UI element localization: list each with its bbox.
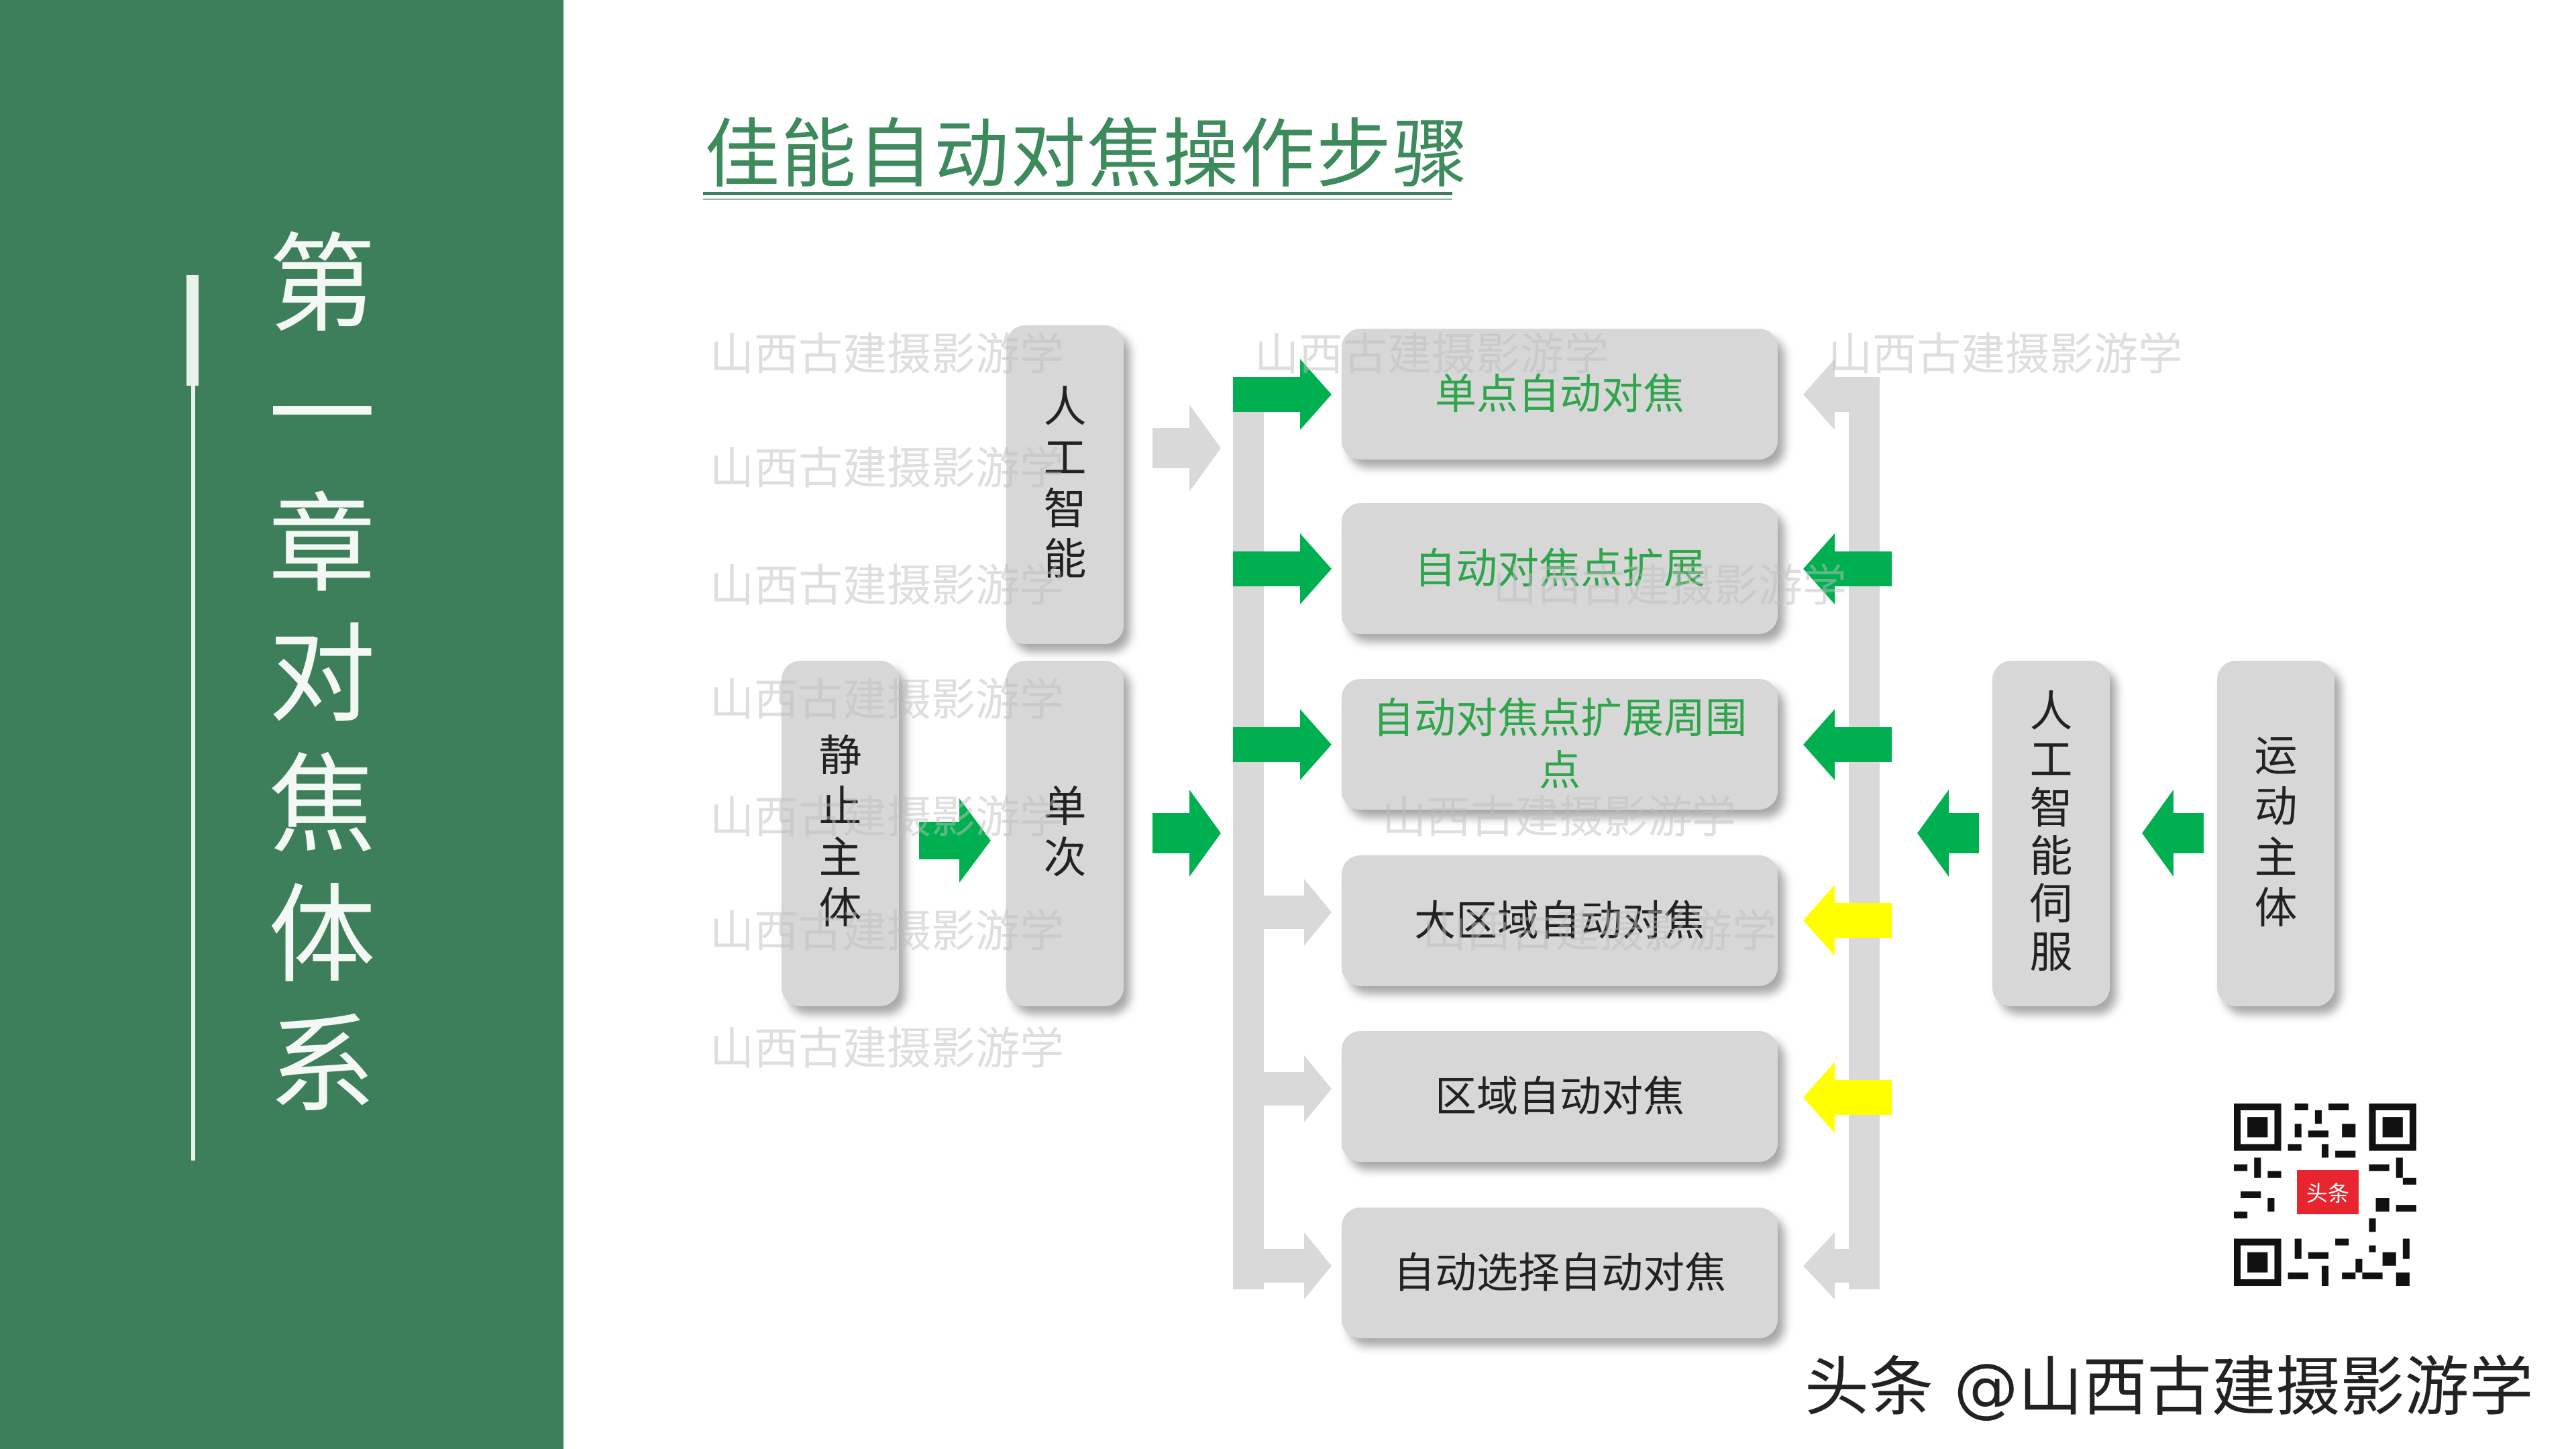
chapter-char: 对: [268, 612, 376, 738]
box-char: 止: [818, 782, 862, 833]
left-green-arrows: [1233, 359, 1332, 780]
chapter-char: 一: [268, 352, 376, 478]
right-green-arrows: [1803, 533, 1892, 780]
static-subject-box: 静 止 主 体: [782, 661, 899, 1006]
static-to-single-arrow: [919, 798, 991, 883]
box-char: 服: [2029, 928, 2073, 978]
moving-subject-box: 运 动 主 体: [2217, 661, 2334, 1006]
mode-auto-selection: 自动选择自动对焦: [1342, 1208, 1778, 1338]
mode-point-expansion-surround: 自动对焦点扩展周围点: [1342, 679, 1778, 810]
box-char: 能: [2029, 832, 2073, 882]
single-to-modes-arrow: [1152, 790, 1221, 877]
box-char: 静: [818, 732, 862, 782]
qr-badge: 头条: [2294, 1167, 2361, 1217]
footer-credit: 头条 @山西古建摄影游学: [1805, 1350, 2534, 1425]
ai-focus-box: 人 工 智 能: [1006, 325, 1124, 644]
mode-large-zone: 大区域自动对焦: [1342, 855, 1778, 986]
box-char: 动: [2254, 782, 2298, 833]
chapter-char: 焦: [268, 743, 376, 868]
title-underline: [703, 192, 1452, 195]
box-char: 体: [2254, 884, 2298, 934]
right-trunk: [1803, 359, 1880, 1299]
title-underline-thin: [703, 199, 1452, 200]
mode-zone: 区域自动对焦: [1342, 1031, 1778, 1162]
box-char: 智: [1043, 484, 1087, 535]
chapter-sidebar: 第 一 章 对 焦 体 系: [0, 0, 564, 1449]
box-char: 运: [2254, 732, 2298, 782]
chapter-char: 章: [268, 482, 376, 608]
box-char: 伺: [2029, 880, 2073, 930]
box-char: 单: [1043, 782, 1087, 833]
chapter-heading: 第 一 章 对 焦 体 系: [262, 231, 382, 1142]
left-trunk: [1233, 377, 1332, 1299]
box-char: 工: [1043, 433, 1087, 484]
box-char: 人: [2029, 688, 2073, 738]
right-yellow-arrows: [1803, 885, 1892, 1133]
mode-single-point: 单点自动对焦: [1342, 329, 1778, 460]
box-char: 主: [818, 833, 862, 883]
box-char: 次: [1043, 833, 1087, 883]
ai-to-modes-arrow: [1152, 405, 1221, 492]
box-char: 体: [818, 884, 862, 934]
box-char: 能: [1043, 535, 1087, 586]
mode-point-expansion: 自动对焦点扩展: [1342, 503, 1778, 634]
box-char: 工: [2029, 736, 2073, 786]
servo-to-trunk-arrow: [1917, 790, 1979, 877]
moving-to-servo-arrow: [2142, 790, 2204, 877]
sidebar-divider-line: [191, 275, 195, 1161]
box-char: 主: [2254, 833, 2298, 883]
sidebar-divider-accent: [186, 275, 199, 386]
ai-servo-box: 人 工 智 能 伺 服: [1992, 661, 2110, 1006]
one-shot-box: 单 次: [1006, 661, 1124, 1006]
chapter-char: 体: [268, 873, 376, 998]
chapter-char: 第: [268, 222, 376, 347]
box-char: 智: [2029, 784, 2073, 834]
page-title: 佳能自动对焦操作步骤: [704, 111, 1469, 199]
box-char: 人: [1043, 383, 1087, 433]
chapter-char: 系: [268, 1003, 376, 1128]
